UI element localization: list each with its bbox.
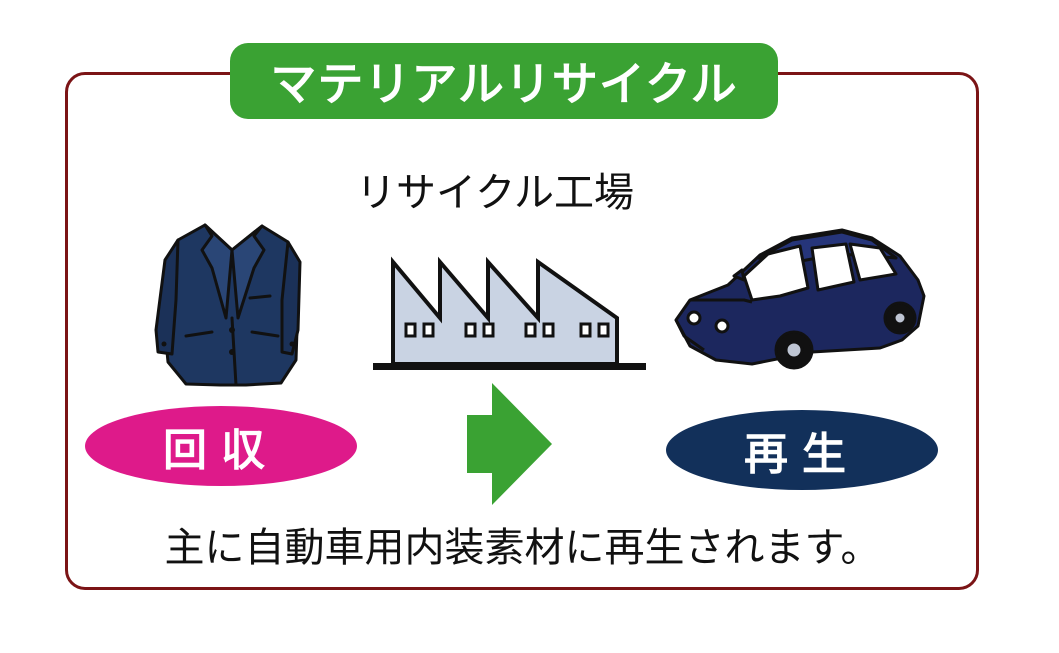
diagram-frame (65, 72, 979, 590)
collect-badge: 回収 (85, 406, 357, 486)
regenerate-badge: 再生 (666, 410, 938, 490)
factory-label: リサイクル工場 (356, 170, 634, 216)
description-text: 主に自動車用内装素材に再生されます。 (164, 525, 881, 571)
title-banner: マテリアルリサイクル (230, 43, 778, 119)
